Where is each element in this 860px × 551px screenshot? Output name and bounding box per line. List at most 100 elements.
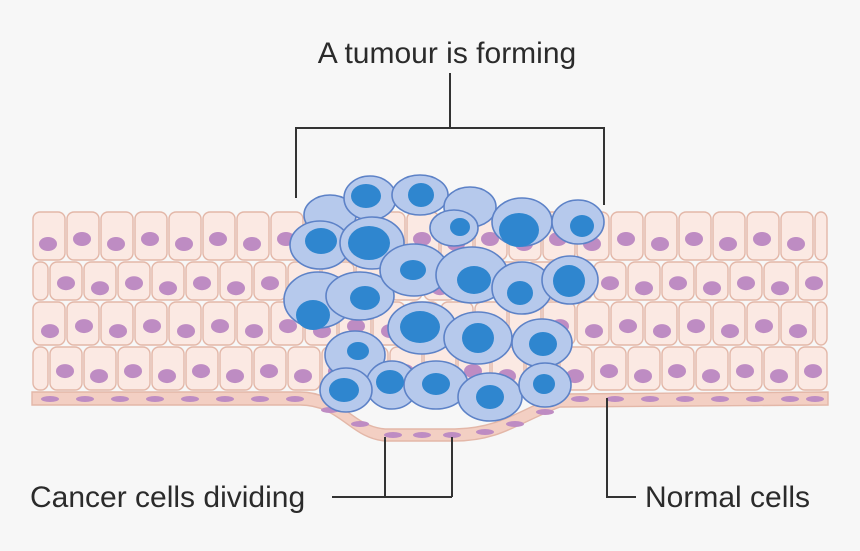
normal-cell-nucleus bbox=[787, 237, 805, 251]
membrane-cell-nucleus bbox=[286, 396, 304, 402]
normal-cell-nucleus bbox=[56, 364, 74, 379]
normal-cell-nucleus bbox=[737, 276, 755, 291]
membrane-cell-nucleus bbox=[41, 396, 59, 402]
cancer-cell-nucleus bbox=[462, 323, 494, 353]
cancer-cell-nucleus bbox=[347, 342, 369, 360]
normal-cell bbox=[712, 211, 746, 261]
normal-cell bbox=[151, 346, 185, 391]
normal-cells-callout bbox=[606, 398, 636, 498]
normal-cell-nucleus bbox=[227, 281, 245, 296]
membrane-cell-nucleus bbox=[76, 396, 94, 402]
membrane-cell-nucleus bbox=[146, 396, 164, 402]
normal-cell-nucleus bbox=[721, 324, 739, 339]
normal-cell bbox=[644, 211, 678, 261]
normal-cell-nucleus bbox=[736, 364, 754, 379]
normal-cell-nucleus bbox=[789, 324, 807, 339]
cancer-cell-nucleus bbox=[351, 184, 381, 208]
normal-cell bbox=[83, 346, 117, 391]
normal-cell bbox=[100, 301, 134, 346]
normal-cell-nucleus bbox=[634, 369, 652, 384]
cancer-cell-nucleus bbox=[476, 385, 504, 409]
normal-cell-nucleus bbox=[702, 369, 720, 384]
normal-cell-nucleus bbox=[141, 232, 159, 246]
normal-cell-nucleus bbox=[619, 319, 637, 334]
normal-cell bbox=[32, 211, 66, 261]
normal-cell-nucleus bbox=[125, 276, 143, 291]
normal-cell-nucleus bbox=[669, 276, 687, 291]
membrane-cell-nucleus bbox=[181, 396, 199, 402]
normal-cell bbox=[814, 211, 828, 261]
normal-cell-nucleus bbox=[481, 232, 499, 246]
normal-cell-nucleus bbox=[771, 281, 789, 296]
normal-cell-nucleus bbox=[260, 364, 278, 379]
cancer-cell-nucleus bbox=[553, 265, 585, 297]
callout-lines bbox=[295, 73, 636, 498]
basement-membrane-band bbox=[31, 391, 829, 442]
cancer-cell-nucleus bbox=[329, 378, 359, 402]
normal-cell-nucleus bbox=[209, 232, 227, 246]
cancer-cell-nucleus bbox=[305, 228, 337, 254]
membrane-cell-nucleus bbox=[606, 396, 624, 402]
membrane-cell-nucleus bbox=[476, 429, 494, 435]
membrane-cell-nucleus bbox=[571, 396, 589, 402]
normal-cell bbox=[168, 301, 202, 346]
cancer-cell-nucleus bbox=[422, 373, 450, 395]
cancer-cells-callout bbox=[332, 437, 453, 498]
normal-cell bbox=[168, 211, 202, 261]
cancer-cell-nucleus bbox=[400, 311, 440, 343]
normal-cell-nucleus bbox=[211, 319, 229, 334]
membrane-cell-nucleus bbox=[413, 432, 431, 438]
normal-cell-nucleus bbox=[294, 369, 312, 384]
normal-cell bbox=[236, 211, 270, 261]
cancer-cell-nucleus bbox=[533, 374, 555, 394]
normal-cell-nucleus bbox=[261, 276, 279, 291]
normal-cell-nucleus bbox=[601, 276, 619, 291]
normal-cell-nucleus bbox=[243, 237, 261, 251]
normal-cell-nucleus bbox=[651, 237, 669, 251]
membrane-cell-nucleus bbox=[781, 396, 799, 402]
cancer-cell-nucleus bbox=[570, 215, 594, 237]
normal-cell-nucleus bbox=[347, 319, 365, 334]
normal-cell-nucleus bbox=[719, 237, 737, 251]
normal-cell bbox=[695, 346, 729, 391]
normal-cell bbox=[712, 301, 746, 346]
normal-cell-nucleus bbox=[635, 281, 653, 296]
normal-cell-nucleus bbox=[91, 281, 109, 296]
cancer-cell-nucleus bbox=[348, 226, 390, 260]
normal-cell-nucleus bbox=[245, 324, 263, 339]
normal-cell-nucleus bbox=[687, 319, 705, 334]
normal-cell-nucleus bbox=[90, 369, 108, 384]
cancer-cell-nucleus bbox=[457, 266, 491, 294]
membrane-cell-nucleus bbox=[641, 396, 659, 402]
membrane-cell-nucleus bbox=[806, 396, 824, 402]
normal-cell-nucleus bbox=[175, 237, 193, 251]
cancer-cell-nucleus bbox=[499, 213, 539, 247]
normal-cell bbox=[100, 211, 134, 261]
normal-cell-nucleus bbox=[413, 232, 431, 246]
normal-cell-nucleus bbox=[585, 324, 603, 339]
cancer-cell-nucleus bbox=[400, 260, 426, 280]
normal-cell-nucleus bbox=[57, 276, 75, 291]
normal-cell-nucleus bbox=[805, 276, 823, 291]
normal-cell bbox=[780, 301, 814, 346]
normal-cell bbox=[576, 301, 610, 346]
normal-cell-nucleus bbox=[109, 324, 127, 339]
normal-cell bbox=[219, 346, 253, 391]
membrane-cell-nucleus bbox=[746, 396, 764, 402]
normal-cell-nucleus bbox=[124, 364, 142, 379]
normal-cell-nucleus bbox=[73, 232, 91, 246]
normal-cell-nucleus bbox=[143, 319, 161, 334]
normal-cell-nucleus bbox=[39, 237, 57, 251]
cancer-cell-nucleus bbox=[350, 286, 380, 310]
membrane-cell-nucleus bbox=[711, 396, 729, 402]
normal-cell-nucleus bbox=[193, 276, 211, 291]
normal-cell bbox=[287, 346, 321, 391]
membrane-cell-nucleus bbox=[216, 396, 234, 402]
cancer-cell-nucleus bbox=[408, 183, 434, 207]
normal-cell-nucleus bbox=[226, 369, 244, 384]
cancer-cells-label: Cancer cells dividing bbox=[30, 481, 305, 514]
tumour-bracket bbox=[295, 73, 605, 205]
cancer-cell-nucleus bbox=[450, 218, 470, 236]
normal-cell-nucleus bbox=[770, 369, 788, 384]
